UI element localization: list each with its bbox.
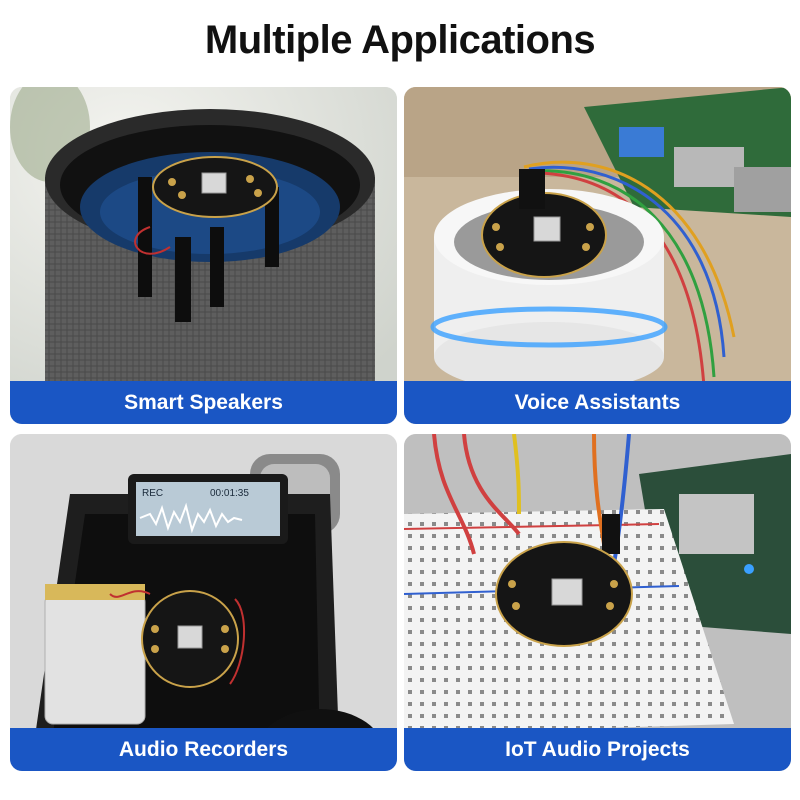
card-voice-assistants: Voice Assistants [404,87,791,424]
smart-speaker-photo [10,87,397,424]
card-iot-audio-projects: IoT Audio Projects [404,434,791,771]
card-smart-speakers: Smart Speakers [10,87,397,424]
caption-audio-recorders: Audio Recorders [10,728,397,771]
card-audio-recorders: REC 00:01:35 Audio Recorders [10,434,397,771]
caption-smart-speakers: Smart Speakers [10,381,397,424]
screen-rec-label: REC [142,488,163,499]
iot-project-photo [404,434,791,771]
page-title: Multiple Applications [204,18,596,62]
audio-recorder-photo: REC 00:01:35 [10,434,397,771]
caption-iot-audio-projects: IoT Audio Projects [404,728,791,771]
screen-time: 00:01:35 [210,488,249,499]
caption-voice-assistants: Voice Assistants [404,381,791,424]
voice-assistant-photo [404,87,791,424]
